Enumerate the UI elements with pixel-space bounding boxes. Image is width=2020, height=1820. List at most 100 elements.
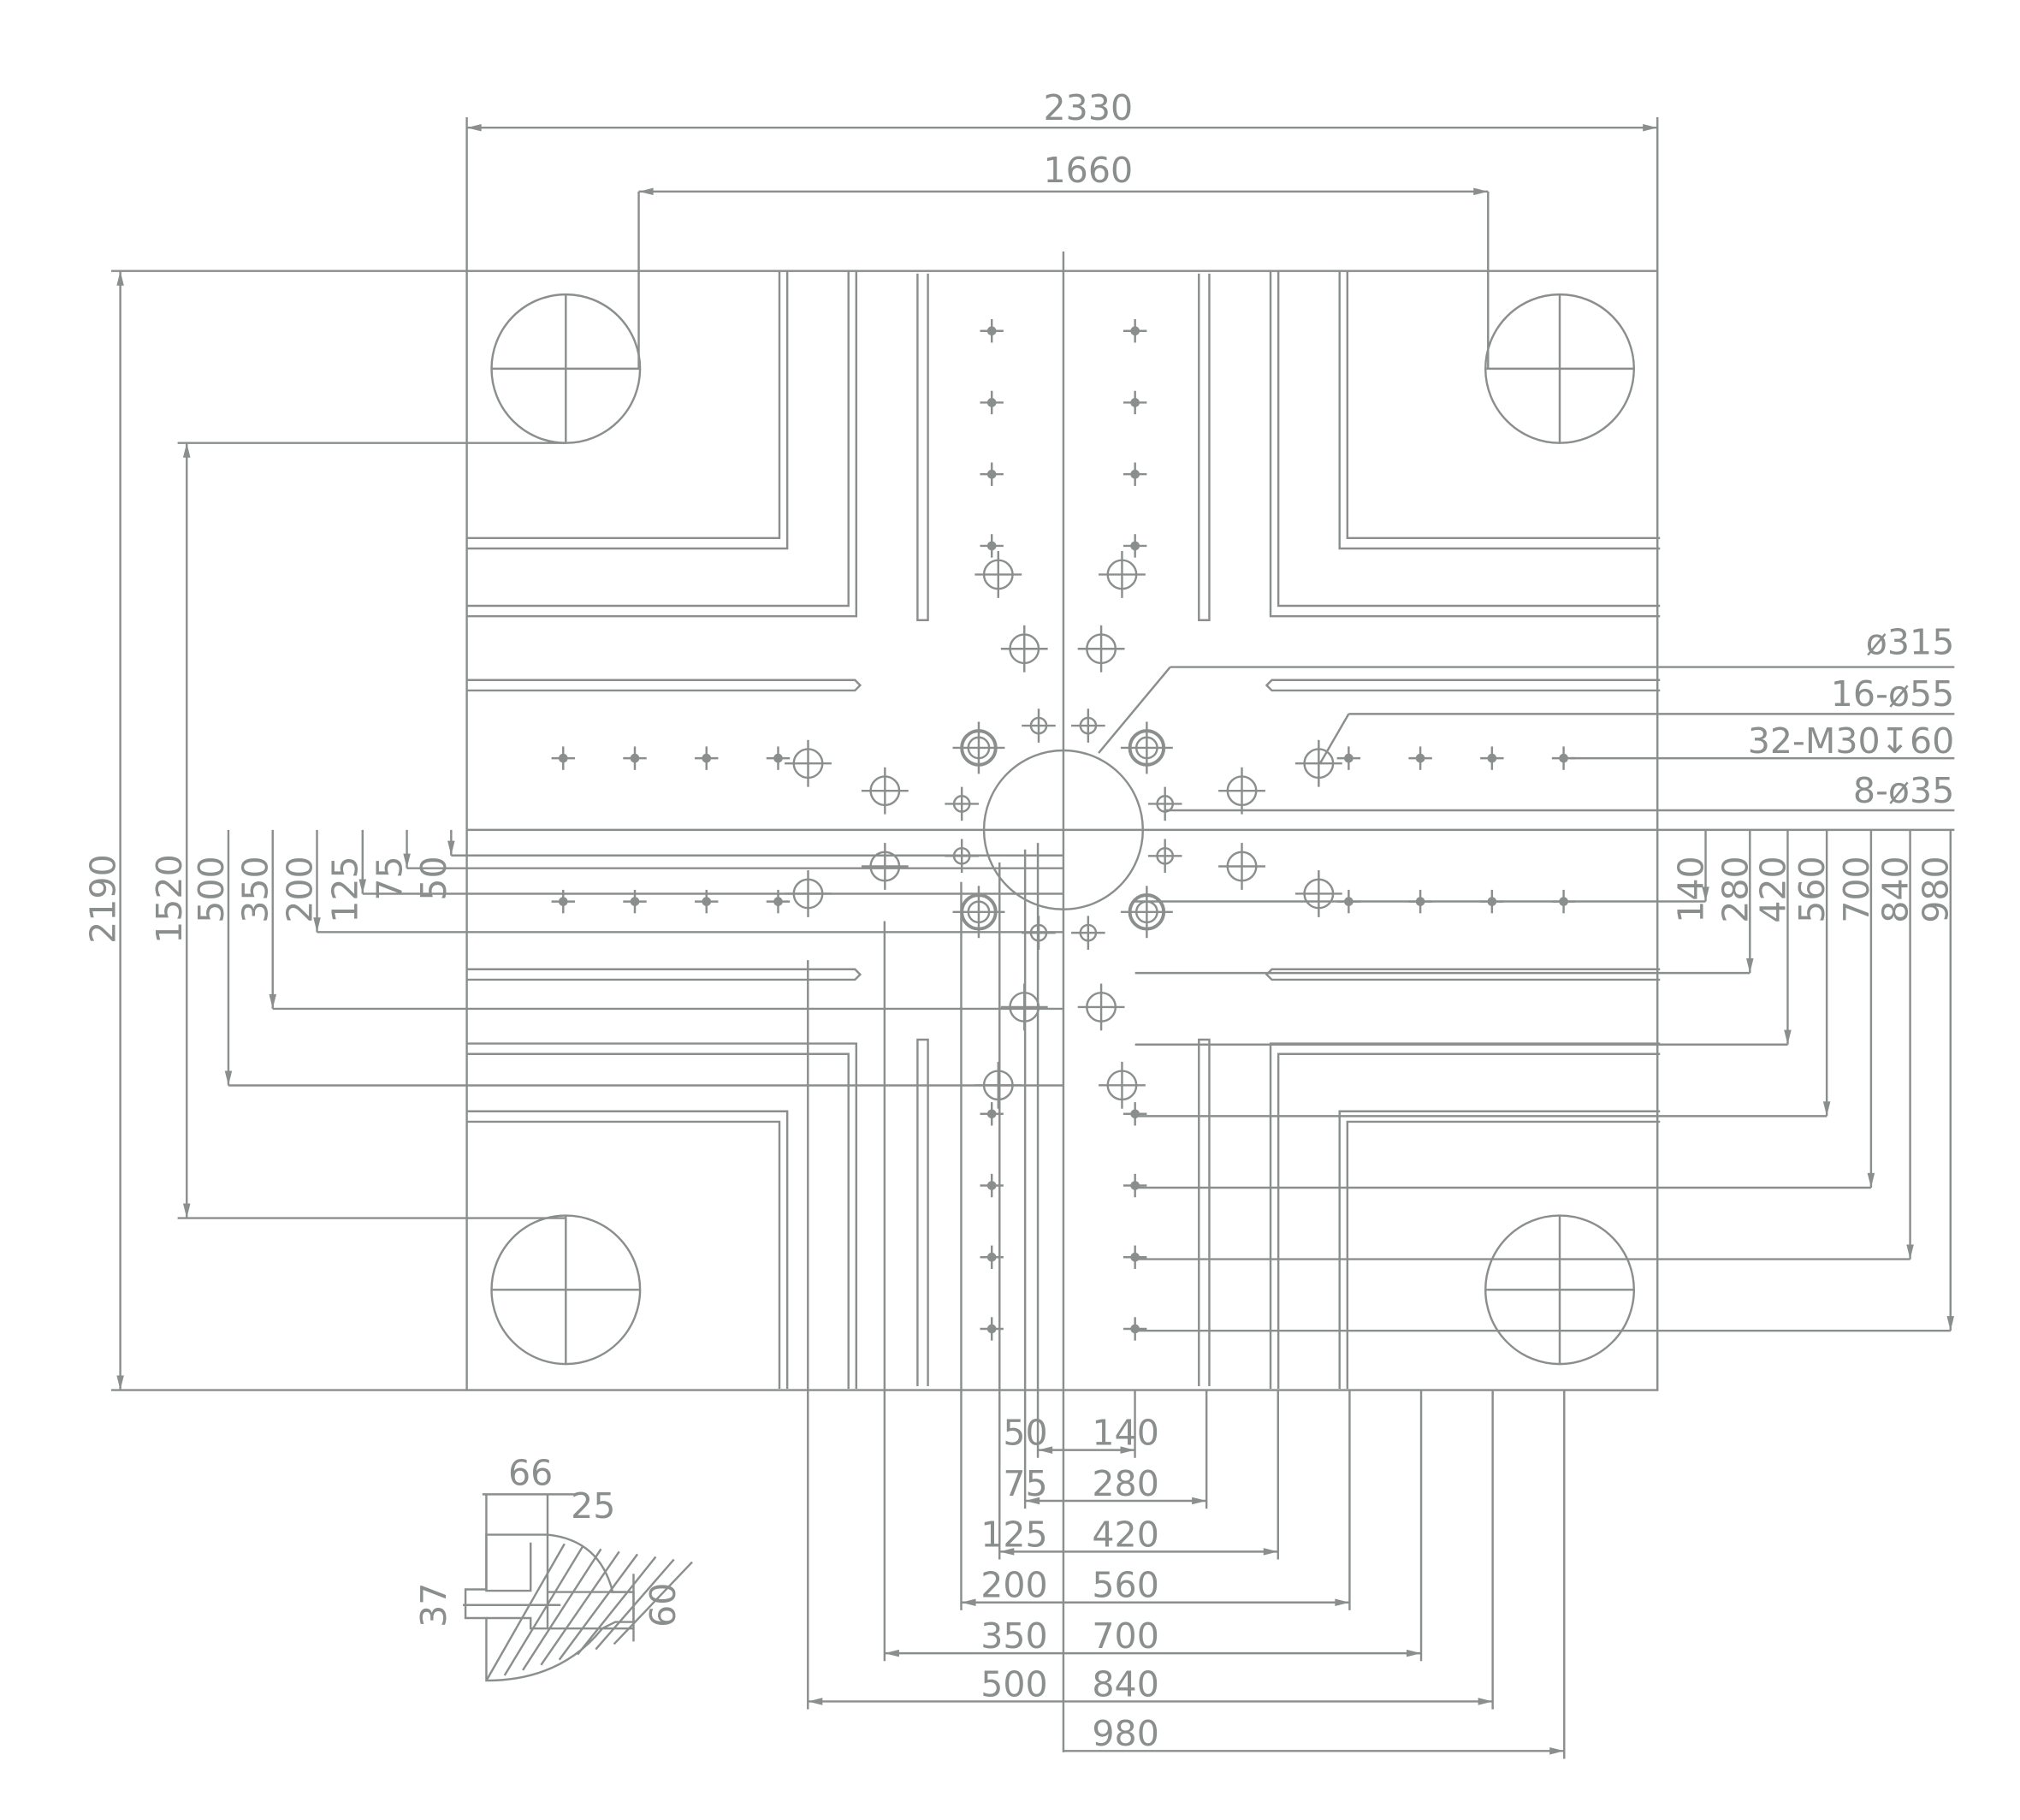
dim-bottom-560: 560	[1092, 1565, 1158, 1606]
dim-1660: 1660	[1044, 150, 1134, 191]
dim-left-350: 350	[235, 856, 276, 922]
dim-bottom-200: 200	[980, 1565, 1047, 1606]
t-slot	[466, 1110, 789, 1390]
dim-left-125: 125	[325, 856, 366, 922]
arrowhead	[313, 917, 321, 933]
arrowhead	[999, 1548, 1015, 1556]
dim-bottom-125: 125	[980, 1514, 1047, 1555]
arrowhead	[466, 123, 482, 132]
leader	[1318, 713, 1350, 764]
t-slot	[1346, 1120, 1661, 1390]
dim-bottom-980: 980	[1092, 1713, 1158, 1754]
arrowhead	[1867, 1172, 1875, 1188]
t-slot	[466, 270, 789, 550]
arrowhead	[1335, 1598, 1350, 1606]
hatch-line	[558, 1553, 639, 1661]
arrowhead	[1746, 958, 1754, 974]
arrowhead	[1120, 1446, 1135, 1454]
arrowhead	[182, 1203, 191, 1218]
arrowhead	[1549, 1747, 1565, 1755]
t-slot-vertical	[1198, 1038, 1211, 1386]
dim-bottom-500: 500	[980, 1663, 1047, 1704]
arrowhead	[638, 187, 654, 196]
dim-right-280: 280	[1715, 856, 1756, 922]
arrowhead	[403, 853, 411, 869]
dim-bottom-75: 75	[1003, 1463, 1047, 1504]
hatch-line	[485, 1543, 566, 1681]
dim-right-980: 980	[1916, 856, 1957, 922]
dim-2190: 2190	[83, 854, 124, 944]
arrowhead	[1946, 1316, 1955, 1331]
dim-left-500: 500	[191, 856, 232, 922]
arrowhead	[269, 993, 277, 1009]
arrowhead	[224, 1070, 233, 1086]
tslot-slot-37: 37	[413, 1583, 454, 1627]
callout-tapped-m30: 32-M30↧60	[1748, 720, 1955, 762]
t-slot-horizontal	[466, 968, 862, 981]
arrowhead	[1038, 1446, 1053, 1454]
arrowhead	[116, 270, 124, 286]
arrowhead	[1478, 1698, 1493, 1705]
arrowhead	[1822, 1101, 1831, 1117]
arrowhead	[116, 1375, 124, 1390]
t-slot-horizontal	[1265, 968, 1661, 981]
t-slot	[1338, 270, 1661, 550]
arrowhead	[884, 1649, 899, 1657]
t-slot	[1277, 1052, 1661, 1390]
dim-1520: 1520	[149, 854, 190, 944]
arrowhead	[1025, 1497, 1040, 1505]
arrowhead	[1906, 1244, 1914, 1260]
dim-left-50: 50	[413, 856, 454, 900]
t-slot	[1338, 1110, 1661, 1390]
hatch-line	[503, 1545, 584, 1676]
t-slot-section	[464, 1533, 635, 1682]
dim-2330: 2330	[1044, 87, 1134, 128]
dim-bottom-700: 700	[1092, 1615, 1158, 1657]
tslot-depth-60: 60	[643, 1583, 684, 1627]
dim-bottom-140: 140	[1092, 1413, 1158, 1454]
arrowhead	[1643, 123, 1658, 132]
t-slot-horizontal	[466, 679, 862, 692]
t-slot	[466, 1120, 781, 1390]
dim-bottom-420: 420	[1092, 1514, 1158, 1555]
dim-bottom-350: 350	[980, 1615, 1047, 1657]
t-slot	[466, 270, 781, 540]
t-slot	[466, 1052, 850, 1390]
dim-bottom-840: 840	[1092, 1663, 1158, 1704]
dim-right-700: 700	[1836, 856, 1877, 922]
hatch-line	[595, 1558, 675, 1651]
arrowhead	[1702, 886, 1709, 902]
center-bore-315	[982, 749, 1145, 910]
arrowhead	[1263, 1548, 1278, 1556]
dim-bottom-280: 280	[1092, 1463, 1158, 1504]
dim-right-140: 140	[1670, 856, 1711, 922]
arrowhead	[961, 1598, 976, 1606]
tslot-neck-25: 25	[571, 1485, 615, 1527]
arrowhead	[447, 840, 455, 856]
callout-holes-55: 16-ø55	[1831, 673, 1955, 714]
hatch-line	[540, 1550, 620, 1666]
t-slot	[466, 270, 858, 618]
dim-right-560: 560	[1792, 856, 1833, 922]
arrowhead	[1192, 1497, 1207, 1505]
callout-holes-35: 8-ø35	[1853, 770, 1954, 811]
t-slot	[466, 1042, 858, 1390]
dim-left-200: 200	[279, 856, 320, 922]
dim-right-420: 420	[1752, 856, 1793, 922]
arrowhead	[808, 1698, 823, 1705]
t-slot-vertical	[916, 273, 929, 621]
dim-bottom-50: 50	[1003, 1413, 1047, 1454]
tslot-width-66: 66	[508, 1453, 553, 1494]
t-slot	[466, 270, 850, 608]
arrowhead	[1784, 1029, 1792, 1045]
hatch-line	[522, 1548, 602, 1671]
arrowhead	[358, 879, 367, 894]
arrowhead	[182, 442, 191, 458]
arrowhead	[1473, 187, 1489, 196]
t-slot-vertical	[916, 1038, 929, 1386]
arrowhead	[1406, 1649, 1422, 1657]
t-slot-horizontal	[1265, 679, 1661, 692]
t-slot	[1346, 270, 1661, 540]
